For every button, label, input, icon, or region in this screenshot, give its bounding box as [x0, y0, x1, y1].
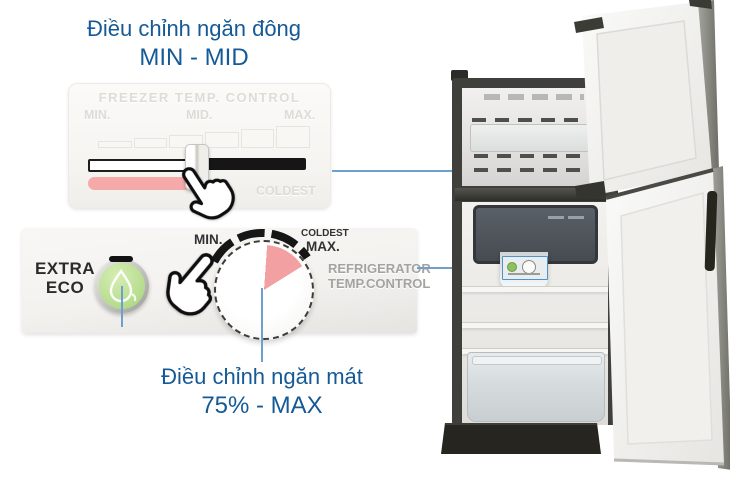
freezer-basket-front	[474, 154, 596, 158]
glass-shelf	[462, 348, 608, 354]
freezer-temp-panel: FREEZER TEMP. CONTROL MIN. MID. MAX. COL…	[68, 83, 331, 209]
dial-recommended-wedge	[219, 245, 309, 335]
freezer-basket-rail	[474, 168, 596, 172]
internal-control-panel-highlight	[502, 256, 548, 280]
freezer-annotation-line1: Điều chỉnh ngăn đông	[86, 16, 302, 41]
crisper-rim	[472, 356, 602, 365]
glass-shelf	[462, 286, 608, 292]
middle-hinge	[575, 181, 606, 200]
refrigerator-door-recess	[620, 192, 713, 445]
freezer-annotation-line2: MIN - MID	[139, 43, 249, 71]
dial-min-label: MIN.	[194, 232, 223, 247]
freezer-mid-label: MID.	[186, 108, 213, 122]
freezer-vents	[484, 94, 584, 100]
freezer-compartment	[462, 88, 608, 186]
dial-coldest-label: COLDEST	[301, 228, 349, 239]
freezer-door-top-cap	[574, 17, 604, 33]
compartment-divider	[455, 188, 615, 201]
freezer-tray	[470, 124, 594, 152]
door-bottom-edge	[613, 458, 725, 466]
hand-cursor-icon	[166, 253, 214, 316]
freezer-door-hinge-cap	[689, 0, 712, 9]
door-handle-recess	[704, 190, 718, 272]
freezer-shelf-front	[472, 118, 598, 122]
refrigerator-panel-title: REFRIGERATOR TEMP.CONTROL	[328, 261, 431, 291]
freezer-min-label: MIN.	[84, 108, 111, 122]
freezer-door-recess	[596, 20, 697, 181]
fridge-annotation-line1: Điều chỉnh ngăn mát	[161, 364, 363, 389]
hand-cursor-dial	[144, 233, 237, 326]
crisper-drawer	[467, 352, 605, 422]
dial-max-label: MAX.	[306, 239, 340, 254]
freezer-panel-title: FREEZER TEMP. CONTROL	[98, 90, 301, 105]
hand-cursor-slider	[159, 151, 244, 237]
freezer-level-ramp	[98, 125, 311, 148]
hand-cursor-icon	[182, 167, 235, 220]
refrigerator-dial[interactable]	[214, 240, 314, 340]
eco-button-top-mark	[109, 256, 133, 262]
freezer-annotation: Điều chỉnh ngăn đông MIN - MID	[60, 16, 328, 72]
refrigerator-temp-panel: EXTRA ECO MIN. COLDEST MAX. REFRIGERATOR…	[22, 228, 431, 340]
fridge-annotation: Điều chỉnh ngăn mát 75% - MAX	[130, 364, 394, 420]
door-gap-line	[605, 168, 714, 200]
open-doors	[574, 0, 730, 470]
eco-button-connector-line	[121, 286, 123, 327]
mini-eco-button	[507, 262, 517, 272]
freezer-connector-line	[332, 170, 544, 172]
freezer-recommended-range-highlight	[88, 177, 191, 190]
glass-shelf	[462, 322, 608, 328]
fridge-top-hinge	[451, 70, 468, 81]
refrigerator-compartment	[462, 202, 608, 425]
freezer-coldest-label: COLDEST	[256, 184, 316, 198]
dial-range-arc	[210, 228, 311, 264]
freezer-max-label: MAX.	[284, 108, 316, 122]
fridge-base	[441, 423, 601, 454]
fridge-annotation-line2: 75% - MAX	[201, 391, 323, 419]
mini-panel-text	[508, 273, 540, 275]
freezer-slider-track-right	[198, 158, 306, 170]
dial-connector-line	[261, 288, 263, 362]
extra-eco-label: EXTRA ECO	[34, 259, 96, 297]
